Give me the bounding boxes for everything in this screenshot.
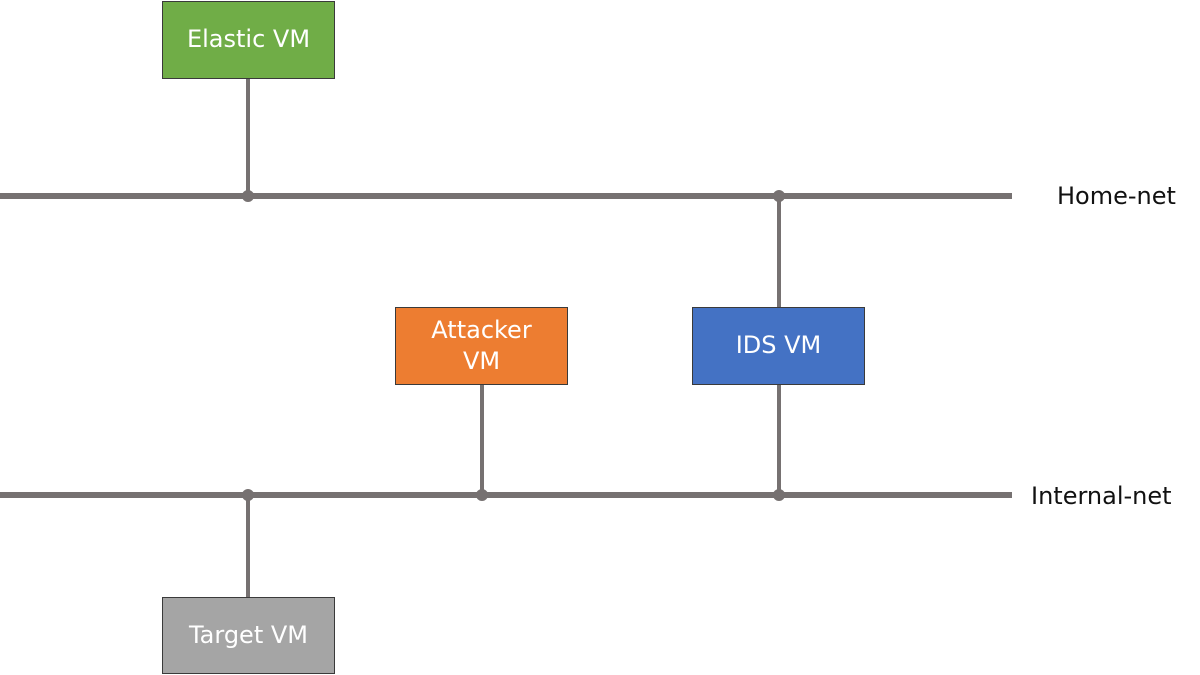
attacker-vm-label-line2: VM xyxy=(462,347,501,375)
elastic-vm-label: Elastic VM xyxy=(186,25,311,54)
home-net-label: Home-net xyxy=(1057,182,1176,210)
junction-dot-ids-internal xyxy=(773,489,785,501)
ids-vm-node: IDS VM xyxy=(692,307,865,385)
attacker-vm-label-line1: Attacker xyxy=(431,315,532,344)
target-vm-node: Target VM xyxy=(162,597,335,674)
elastic-vm-node: Elastic VM xyxy=(162,1,335,79)
ids-vm-label: IDS VM xyxy=(735,331,822,360)
attacker-vm-node: Attacker VM xyxy=(395,307,568,385)
junction-dot-target-internal xyxy=(242,489,254,501)
target-vm-label: Target VM xyxy=(188,620,308,649)
junction-dot-elastic-home xyxy=(242,190,254,202)
junction-dot-attacker-internal xyxy=(476,489,488,501)
internal-net-label: Internal-net xyxy=(1031,482,1172,510)
junction-dot-ids-home xyxy=(773,190,785,202)
